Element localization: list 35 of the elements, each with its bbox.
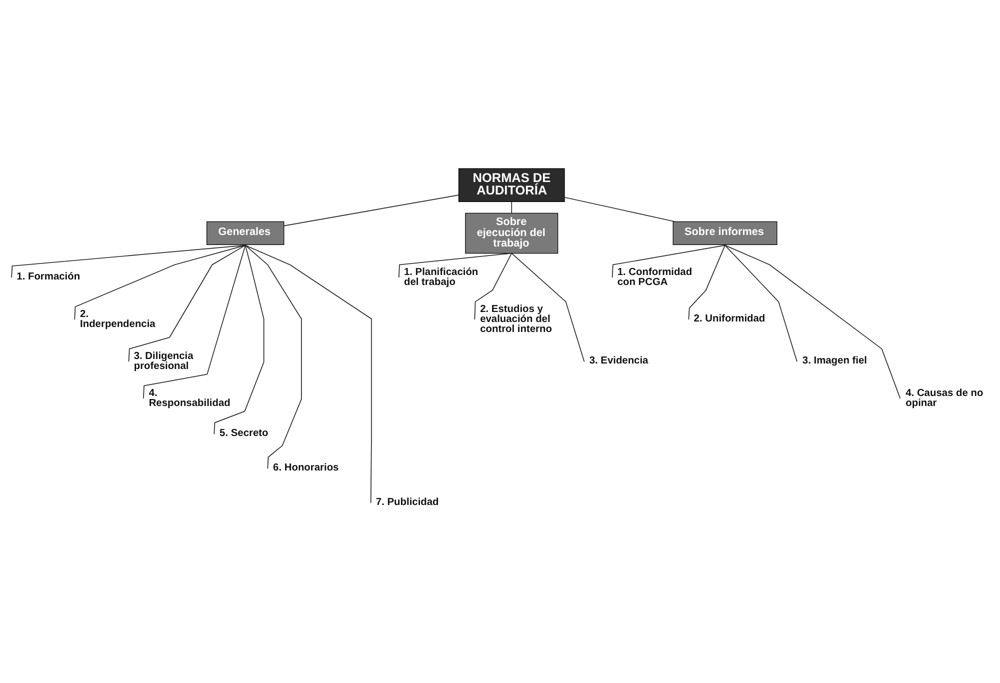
node-box: Generales <box>206 221 284 245</box>
node-text: 4. Causas de no opinar <box>906 388 984 410</box>
connector <box>612 244 726 278</box>
node-text: 3. Imagen fiel <box>802 355 867 366</box>
connector <box>688 244 726 320</box>
node-text: 7. Publicidad <box>376 496 439 508</box>
node-text: 1. Planificación del trabajo <box>404 266 478 288</box>
node-text: 4. Responsabilidad <box>148 388 230 410</box>
node-box: Sobre ejecución del trabajo <box>465 212 558 254</box>
node-text: 2. Estudios y evaluación del control interno <box>480 304 552 336</box>
node-text: 5. Secreto <box>220 428 268 439</box>
node-text: 2. Inderpendencia <box>80 308 156 330</box>
node-text: 2. Uniformidad <box>694 313 766 324</box>
connector <box>398 252 512 278</box>
node-text: 1. Conformidad con PCGA <box>617 266 692 288</box>
node-text: 6. Honorarios <box>273 462 339 474</box>
connector <box>244 244 302 469</box>
node-text: 1. Formación <box>16 271 80 282</box>
connector <box>511 201 512 214</box>
node-text: 3. Evidencia <box>589 355 648 366</box>
connector <box>511 252 585 362</box>
connector <box>474 252 512 320</box>
node-box: NORMAS DE AUDITORÍA <box>458 168 565 202</box>
connector <box>284 194 460 226</box>
node-box: Sobre informes <box>672 221 778 245</box>
node-text: 3. Diligencia profesional <box>134 350 194 372</box>
connector <box>244 244 372 504</box>
connector <box>74 244 246 320</box>
connector <box>11 244 246 278</box>
connector <box>724 244 901 399</box>
connector <box>128 244 246 362</box>
connector <box>214 244 264 435</box>
connector <box>143 244 246 399</box>
connector <box>564 196 676 222</box>
connector <box>724 244 798 362</box>
